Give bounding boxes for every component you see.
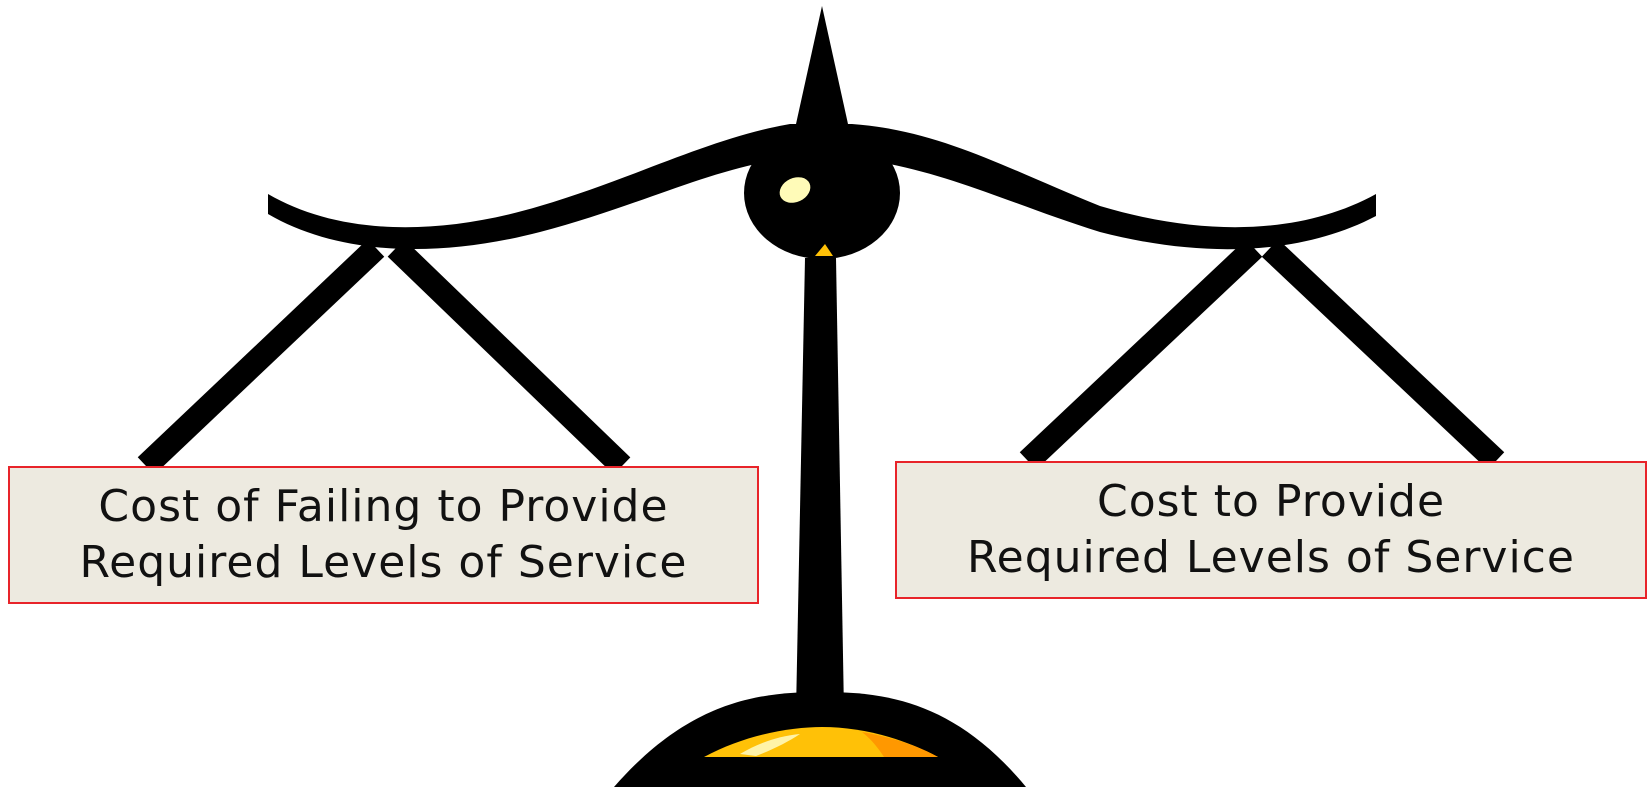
scale-base-shine bbox=[740, 734, 800, 756]
pivot-gold-tip bbox=[815, 244, 833, 256]
scale-pivot bbox=[744, 127, 900, 259]
scale-beam bbox=[268, 124, 1376, 250]
left-pan-label: Cost of Failing to Provide Required Leve… bbox=[8, 466, 759, 604]
right-pan-label-line2: Required Levels of Service bbox=[967, 532, 1575, 583]
right-pan-label: Cost to Provide Required Levels of Servi… bbox=[895, 461, 1647, 599]
right-pan-string-outer bbox=[1261, 239, 1505, 470]
left-pan-string-inner bbox=[387, 239, 631, 475]
left-pan-label-line1: Cost of Failing to Provide bbox=[98, 481, 669, 532]
right-pan-string-inner bbox=[1019, 239, 1263, 470]
scale-top-spike bbox=[796, 6, 848, 124]
scale-base-orange bbox=[862, 732, 938, 757]
right-pan-label-line1: Cost to Provide bbox=[1096, 476, 1446, 527]
scale-pole bbox=[796, 258, 844, 712]
pivot-highlight bbox=[779, 177, 811, 203]
left-pan-string-outer bbox=[137, 239, 385, 475]
left-pan-label-line2: Required Levels of Service bbox=[79, 537, 688, 588]
